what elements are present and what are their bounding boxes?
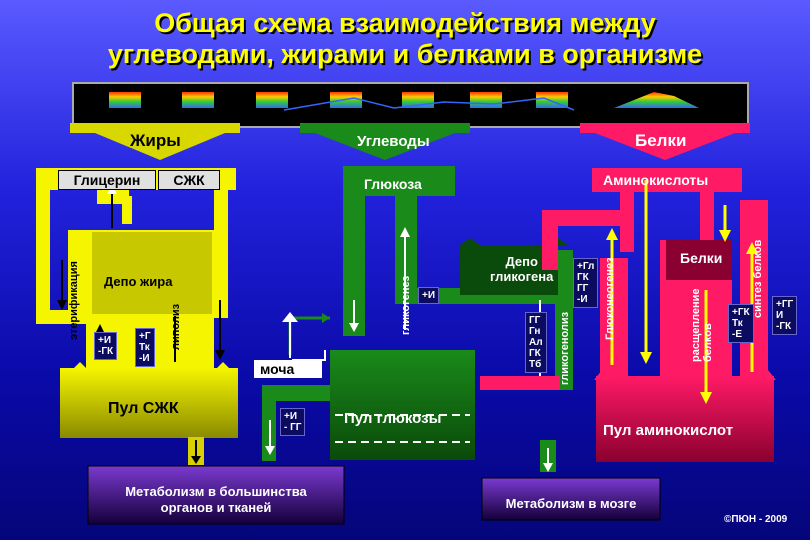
glycogenolysis-label: гликогенолиз (559, 311, 571, 385)
food-image-1 (109, 92, 141, 108)
fats-arrow-label: Жиры (130, 131, 181, 150)
amino-acids-label: Аминокислоты (603, 172, 709, 188)
food-images (109, 92, 699, 111)
organs-line-2: органов и тканей (160, 500, 272, 515)
organs-line-1: Метаболизм в большинства (125, 484, 307, 499)
organs-box (87, 465, 345, 525)
lipolysis-label: липолиз (170, 303, 182, 350)
fat-depot-box (92, 232, 212, 314)
protein-breakdown-label: расщепление белков (690, 288, 714, 362)
glycogen-depot-label: Депо гликогена (490, 254, 553, 284)
title-line-2: углеводами, жирами и белками в организме (107, 39, 703, 69)
carbs-note-2: ГГ Гн Ал ГК Тб (525, 312, 547, 373)
proteins-note-1: +Гл ГК ГГ -И (573, 258, 599, 308)
brain-label: Метаболизм в мозге (505, 496, 637, 511)
aa-pool-label: Пул аминокислот (603, 422, 734, 439)
copyright: ©ПЮН - 2009 (724, 514, 788, 525)
proteins-note-2: +ГК Тк -Е (728, 304, 754, 343)
brain-box (481, 477, 661, 521)
protein-synthesis-label: синтез белков (752, 239, 764, 318)
fat-depot-label: Депо жира (104, 274, 173, 289)
food-image-8 (614, 92, 699, 108)
proteins-arrow-label: Белки (635, 131, 687, 150)
page-title: Общая схема взаимодействия между углевод… (0, 8, 810, 70)
glucose-pool-box (330, 350, 475, 460)
aa-pool-box (596, 376, 774, 462)
food-image-3 (256, 92, 288, 108)
fats-note-2: +Г Тк -И (135, 328, 155, 367)
organs-label: Метаболизм в большинства органов и ткане… (88, 484, 344, 516)
protein-depot-box (666, 240, 732, 280)
food-image-2 (182, 92, 214, 108)
arrow-fats (70, 123, 240, 160)
title-line-1: Общая схема взаимодействия между (154, 8, 656, 38)
urine-label: моча (260, 361, 295, 377)
glycogen-depot-line-1: Депо (505, 254, 538, 269)
glucose-pool-label: Пул глюкозы (344, 410, 442, 427)
carbs-note-1: +И (418, 287, 440, 304)
glycerol-label: Глицерин (73, 172, 141, 188)
glucose-label: Глюкоза (364, 176, 422, 192)
gluconeogenesis-carbs-label: гликогенез (400, 275, 412, 335)
glycogen-depot-line-2: гликогена (490, 269, 554, 284)
glycogen-depot-box (460, 245, 558, 295)
proteins-label: Белки (680, 250, 723, 266)
arrow-proteins (580, 123, 750, 160)
ffa-pool-label: Пул СЖК (108, 400, 179, 417)
carbs-note-3: +И - ГГ (280, 408, 306, 436)
glycerol-box: Глицерин (58, 170, 156, 190)
fats-note-1: +И -ГК (94, 332, 118, 360)
ffa-box: СЖК (158, 170, 220, 190)
gluconeogenesis-proteins-label: Глюконеогенез (604, 257, 616, 340)
ffa-label: СЖК (173, 172, 205, 188)
proteins-note-3: +ГГ И -ГК (772, 296, 798, 335)
esterification-label: этерификация (68, 261, 80, 340)
carbs-arrow-label: Углеводы (357, 133, 430, 150)
arrow-carbs (300, 123, 470, 160)
